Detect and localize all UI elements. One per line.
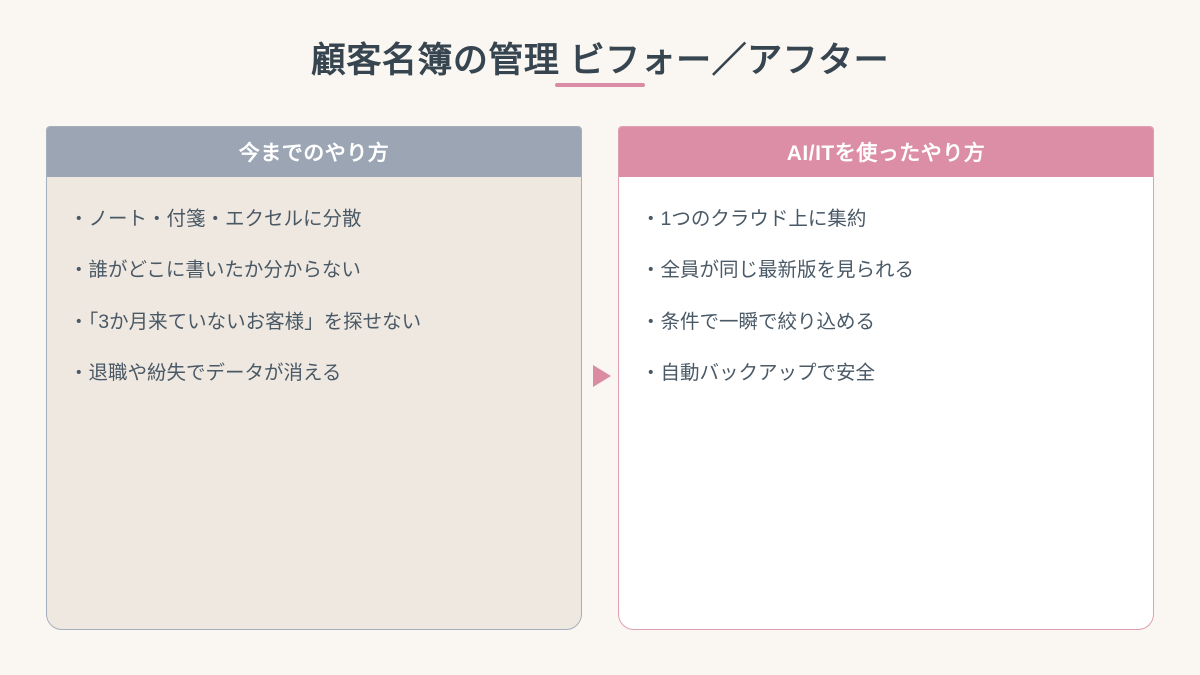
- panel-after-header-label: AI/ITを使ったやり方: [786, 142, 986, 165]
- panel-after: AI/ITを使ったやり方 ・1つのクラウド上に集約 ・全員が同じ最新版を見られる…: [618, 126, 1154, 630]
- list-item: ・1つのクラウド上に集約: [641, 208, 867, 230]
- panel-after-header: AI/ITを使ったやり方: [619, 127, 1153, 177]
- list-item: ・ノート・付箋・エクセルに分散: [69, 208, 362, 230]
- panel-after-list: ・1つのクラウド上に集約 ・全員が同じ最新版を見られる ・条件で一瞬で絞り込める…: [619, 205, 1153, 387]
- title-underline-accent: [555, 83, 645, 87]
- panel-after-body: ・1つのクラウド上に集約 ・全員が同じ最新版を見られる ・条件で一瞬で絞り込める…: [619, 177, 1153, 387]
- panel-before-body: ・ノート・付箋・エクセルに分散 ・誰がどこに書いたか分からない ・「3か月来てい…: [47, 177, 581, 387]
- page-title: 顧客名簿の管理 ビフォー／アフター: [310, 41, 890, 80]
- panel-before-header-label: 今までのやり方: [238, 142, 390, 165]
- list-item: ・条件で一瞬で絞り込める: [641, 310, 876, 333]
- list-item: ・退職や紛失でデータが消える: [69, 361, 342, 384]
- list-item: ・自動バックアップで安全: [641, 361, 876, 384]
- list-item: ・誰がどこに書いたか分からない: [69, 259, 361, 282]
- list-item: ・「3か月来ていないお客様」を探せない: [69, 310, 422, 333]
- panel-before-list: ・ノート・付箋・エクセルに分散 ・誰がどこに書いたか分からない ・「3か月来てい…: [47, 205, 581, 387]
- panel-before: 今までのやり方 ・ノート・付箋・エクセルに分散 ・誰がどこに書いたか分からない …: [46, 126, 582, 630]
- triangle-right-icon: [593, 365, 611, 387]
- panel-before-header: 今までのやり方: [47, 127, 581, 177]
- list-item: ・全員が同じ最新版を見られる: [641, 259, 915, 282]
- page-title-container: 顧客名簿の管理 ビフォー／アフター: [0, 40, 1200, 82]
